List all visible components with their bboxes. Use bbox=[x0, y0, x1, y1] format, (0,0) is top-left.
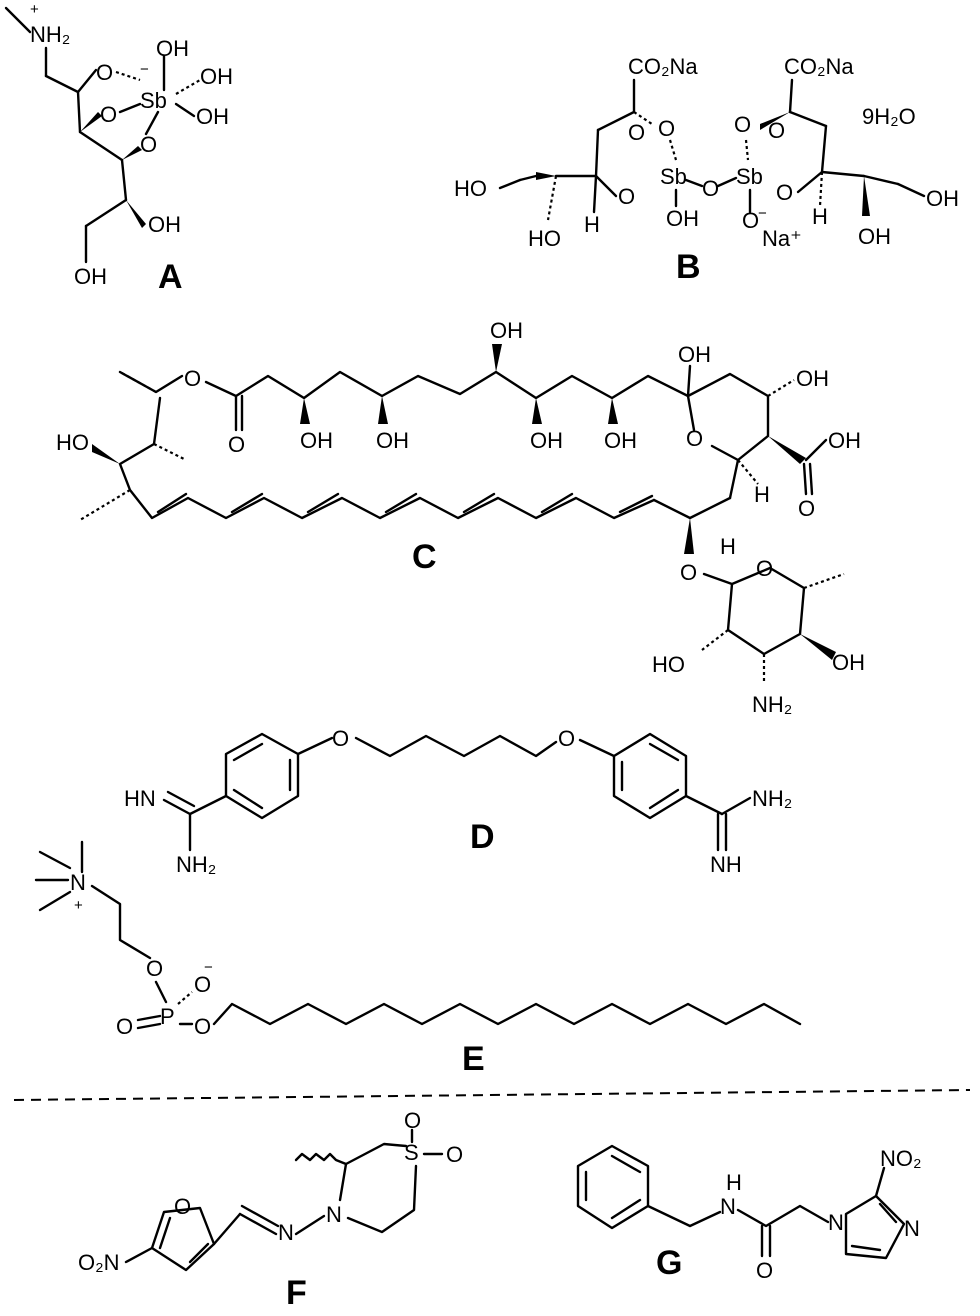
atom-nh: NH bbox=[710, 852, 742, 877]
atom-oh: OH bbox=[148, 212, 181, 237]
atom-o: O bbox=[742, 208, 759, 233]
atom-o: O bbox=[686, 426, 703, 451]
compound-label-f: F bbox=[286, 1274, 307, 1312]
atom-no2: NO₂ bbox=[880, 1146, 922, 1171]
atom-hn: HN bbox=[124, 786, 156, 811]
atom-nh2: NH₂ bbox=[752, 692, 792, 717]
atom-oh: OH bbox=[74, 264, 107, 289]
atom-o: O bbox=[184, 366, 201, 391]
atom-oh: OH bbox=[300, 428, 333, 453]
atom-s: S bbox=[404, 1140, 419, 1165]
charge-minus: − bbox=[140, 61, 149, 78]
atom-n: N bbox=[278, 1220, 294, 1245]
compound-label-b: B bbox=[676, 248, 701, 286]
atom-oh: OH bbox=[490, 318, 523, 343]
atom-oh: OH bbox=[604, 428, 637, 453]
atom-ho: HO bbox=[56, 430, 89, 455]
atom-o: O bbox=[558, 726, 575, 751]
atom-n: N bbox=[70, 870, 86, 895]
atom-nh2: NH₂ bbox=[752, 786, 792, 811]
atom-o: O bbox=[618, 184, 635, 209]
atom-o: O bbox=[734, 112, 751, 137]
atom-o: O bbox=[228, 432, 245, 457]
atom-p: P bbox=[160, 1004, 175, 1029]
atom-oh: OH bbox=[858, 224, 891, 249]
atom-oh: OH bbox=[678, 342, 711, 367]
atom-h: H bbox=[584, 212, 600, 237]
atom-sb: Sb bbox=[660, 164, 687, 189]
structure-c: O O OH OH OH OH OH OH OH O OH O H O bbox=[56, 318, 865, 717]
compound-label-a: A bbox=[158, 258, 183, 296]
compound-label-e: E bbox=[462, 1040, 485, 1078]
atom-o: O bbox=[702, 176, 719, 201]
atom-o: O bbox=[194, 1014, 211, 1039]
atom-nh2: NH₂ bbox=[176, 852, 216, 877]
atom-sb: Sb bbox=[736, 164, 763, 189]
charge-plus: + bbox=[74, 897, 83, 914]
atom-oh: OH bbox=[376, 428, 409, 453]
charge-minus: − bbox=[204, 959, 213, 976]
charge-plus: + bbox=[30, 1, 39, 18]
atom-oh: OH bbox=[530, 428, 563, 453]
atom-o: O bbox=[628, 120, 645, 145]
structure-a: + NH₂ O − O Sb OH OH OH O OH OH A bbox=[4, 1, 233, 296]
structure-g: N H O N N NO₂ G bbox=[576, 1144, 922, 1283]
atom-h: H bbox=[754, 482, 770, 507]
atom-oh: OH bbox=[666, 206, 699, 231]
atom-oh: OH bbox=[832, 650, 865, 675]
atom-oh: OH bbox=[196, 104, 229, 129]
atom-o: O bbox=[116, 1014, 133, 1039]
atom-o: O bbox=[776, 180, 793, 205]
atom-oh: OH bbox=[156, 36, 189, 61]
atom-co2na: CO₂Na bbox=[784, 54, 854, 79]
atom-o: O bbox=[658, 116, 675, 141]
atom-na-plus: Na⁺ bbox=[762, 226, 802, 251]
atom-n: N bbox=[828, 1210, 844, 1235]
atom-ho: HO bbox=[652, 652, 685, 677]
atom-oh: OH bbox=[796, 366, 829, 391]
atom-oh: OH bbox=[200, 64, 233, 89]
atom-o: O bbox=[768, 118, 785, 143]
atom-o: O bbox=[446, 1142, 463, 1167]
section-separator bbox=[13, 1089, 971, 1101]
compound-label-c: C bbox=[412, 538, 437, 576]
atom-oh: OH bbox=[926, 186, 959, 211]
atom-n: N bbox=[326, 1202, 342, 1227]
structure-f: O₂N O N N S O O F bbox=[78, 1108, 463, 1312]
charge-minus: − bbox=[758, 205, 767, 222]
structure-d: O O HN NH₂ NH₂ NH D bbox=[124, 726, 792, 877]
atom-h: H bbox=[812, 204, 828, 229]
structure-b: CO₂Na O O Sb O H HO HO OH O Sb O O O − N… bbox=[454, 54, 959, 286]
atom-o: O bbox=[174, 1194, 191, 1219]
atom-o: O bbox=[100, 102, 117, 127]
atom-h: H bbox=[726, 1170, 742, 1195]
atom-ho: HO bbox=[528, 226, 561, 251]
atom-n: N bbox=[904, 1216, 920, 1241]
atom-o: O bbox=[96, 60, 113, 85]
atom-o: O bbox=[332, 726, 349, 751]
atom-o: O bbox=[798, 496, 815, 521]
atom-o: O bbox=[146, 956, 163, 981]
atom-o: O bbox=[756, 1258, 773, 1283]
atom-nh2: NH₂ bbox=[30, 22, 70, 47]
compound-label-g: G bbox=[656, 1244, 682, 1282]
compound-label-d: D bbox=[470, 818, 495, 856]
atom-sb: Sb bbox=[140, 88, 167, 113]
atom-o: O bbox=[756, 556, 773, 581]
atom-h: H bbox=[720, 534, 736, 559]
atom-o: O bbox=[140, 132, 157, 157]
atom-o: O bbox=[194, 972, 211, 997]
atom-o2n: O₂N bbox=[78, 1250, 120, 1275]
atom-co2na: CO₂Na bbox=[628, 54, 698, 79]
structure-e: N + O P O − O O E bbox=[34, 840, 802, 1078]
atom-ho: HO bbox=[454, 176, 487, 201]
atom-o: O bbox=[404, 1108, 421, 1133]
atom-n: N bbox=[720, 1194, 736, 1219]
atom-oh: OH bbox=[828, 428, 861, 453]
water-of-hydration: 9H₂O bbox=[862, 104, 916, 129]
atom-o: O bbox=[680, 560, 697, 585]
